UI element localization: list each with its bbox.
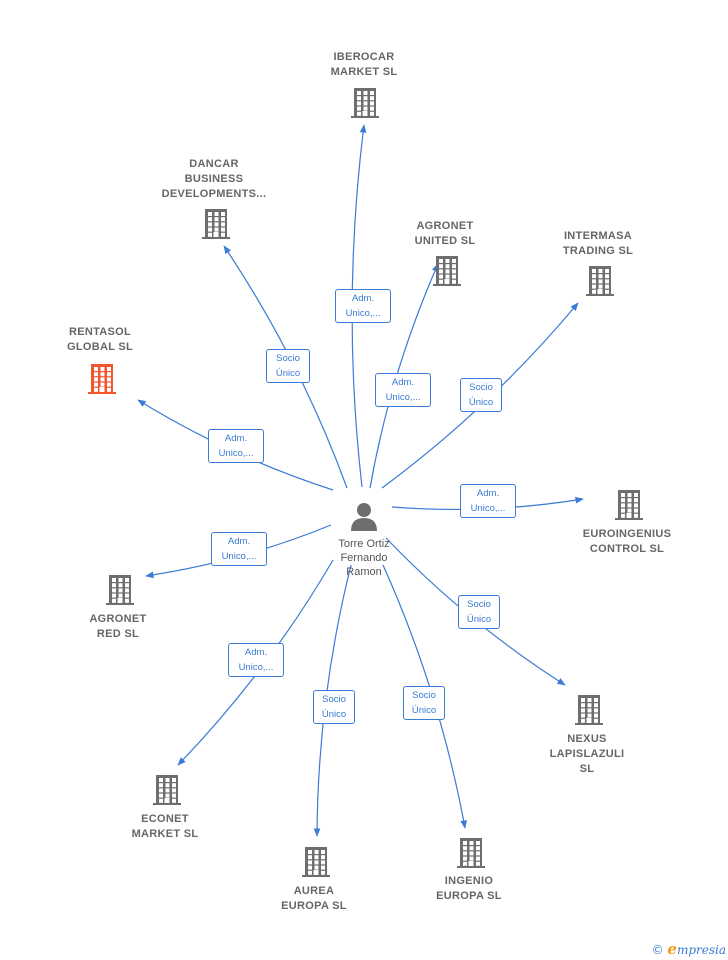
relation-text: Unico,... — [385, 392, 421, 403]
company-label-iberocar[interactable]: IBEROCAR MARKET SL — [289, 50, 439, 80]
center-name-line-3: Ramon — [346, 566, 382, 578]
relation-text: Unico,... — [238, 662, 274, 673]
brand-name: mpresia — [676, 943, 726, 957]
relation-text: Único — [275, 368, 301, 379]
building-icon-dancar[interactable] — [202, 209, 230, 239]
company-label-dancar[interactable]: DANCAR BUSINESS DEVELOPMENTS... — [139, 157, 289, 202]
relation-text: Adm. — [476, 488, 500, 499]
company-label-agronet-red[interactable]: AGRONET RED SL — [43, 612, 193, 642]
building-icon-nexus[interactable] — [575, 695, 603, 725]
building-icon-econet[interactable] — [153, 775, 181, 805]
person-icon[interactable] — [351, 503, 377, 531]
company-label-euroingenius[interactable]: EUROINGENIUS CONTROL SL — [552, 527, 702, 557]
company-name-line: AGRONET — [416, 220, 474, 232]
relation-text: Único — [466, 614, 492, 625]
building-icon-ingenio[interactable] — [457, 838, 485, 868]
relation-text: Unico,... — [218, 448, 254, 459]
relation-text: Adm. — [351, 293, 375, 304]
relation-text: Socio — [412, 690, 436, 701]
company-name-line: TRADING SL — [562, 245, 634, 257]
company-name-line: EUROPA SL — [281, 900, 347, 912]
relation-label-rentasol[interactable]: Adm. Unico,... — [208, 429, 264, 463]
brand-initial: e — [667, 940, 677, 958]
center-name-line-2: Fernando — [340, 552, 388, 564]
company-name-line: RENTASOL — [68, 326, 132, 338]
company-name-line: UNITED SL — [414, 235, 476, 247]
company-name-line: IBEROCAR — [333, 51, 395, 63]
company-name-line: EUROINGENIUS — [582, 528, 672, 540]
company-name-line: DANCAR — [189, 158, 239, 170]
relation-text: Socio — [469, 382, 493, 393]
company-label-intermasa[interactable]: INTERMASA TRADING SL — [523, 229, 673, 259]
company-name-line: INTERMASA — [563, 230, 633, 242]
company-name-line: RED SL — [96, 628, 140, 640]
relation-text: Socio — [467, 599, 491, 610]
building-icon-euroingenius[interactable] — [615, 490, 643, 520]
company-name-line: MARKET SL — [131, 828, 199, 840]
relation-label-econet[interactable]: Adm. Unico,... — [228, 643, 284, 677]
building-icon-aurea[interactable] — [302, 847, 330, 877]
relation-label-agronet-united[interactable]: Adm. Unico,... — [375, 373, 431, 407]
company-name-line: EUROPA SL — [436, 890, 502, 902]
company-label-rentasol[interactable]: RENTASOL GLOBAL SL — [25, 325, 175, 355]
company-name-line: ECONET — [141, 813, 189, 825]
footer-brand[interactable]: © empresia — [652, 940, 726, 958]
company-name-line: MARKET SL — [330, 66, 398, 78]
company-label-agronet-united[interactable]: AGRONET UNITED SL — [370, 219, 520, 249]
company-name-line: INGENIO — [444, 875, 494, 887]
relation-text: Adm. — [227, 536, 251, 547]
company-name-line: CONTROL SL — [589, 543, 665, 555]
company-name-line: NEXUS — [567, 733, 607, 745]
relation-text: Adm. — [224, 433, 248, 444]
center-name-line-1: Torre Ortiz — [338, 538, 390, 550]
building-icon-rentasol[interactable] — [88, 364, 116, 394]
relation-label-iberocar[interactable]: Adm. Unico,... — [335, 289, 391, 323]
company-name-line: AGRONET — [89, 613, 147, 625]
building-icon-intermasa[interactable] — [586, 266, 614, 296]
relation-label-agronet-red[interactable]: Adm. Unico,... — [211, 532, 267, 566]
building-icon-iberocar[interactable] — [351, 88, 379, 118]
company-name-line: DEVELOPMENTS... — [161, 188, 267, 200]
nodes-layer — [88, 88, 643, 877]
relation-text: Unico,... — [345, 308, 381, 319]
relation-text: Unico,... — [470, 503, 506, 514]
relation-text: Adm. — [244, 647, 268, 658]
relation-text: Único — [411, 705, 437, 716]
company-name-line: AUREA — [293, 885, 335, 897]
relation-text: Unico,... — [221, 551, 257, 562]
relation-text: Único — [468, 397, 494, 408]
center-person-label[interactable]: Torre Ortiz Fernando Ramon — [304, 537, 424, 579]
relation-text: Socio — [322, 694, 346, 705]
relation-label-euroingenius[interactable]: Adm. Unico,... — [460, 484, 516, 518]
relation-text: Socio — [276, 353, 300, 364]
company-name-line: SL — [579, 763, 595, 775]
company-label-econet[interactable]: ECONET MARKET SL — [90, 812, 240, 842]
company-label-ingenio[interactable]: INGENIO EUROPA SL — [394, 874, 544, 904]
company-label-aurea[interactable]: AUREA EUROPA SL — [239, 884, 389, 914]
building-icon-agronet-red[interactable] — [106, 575, 134, 605]
relation-text: Único — [321, 709, 347, 720]
company-label-nexus[interactable]: NEXUS LAPISLAZULI SL — [512, 732, 662, 777]
copyright-icon: © — [651, 943, 664, 957]
relation-text: Adm. — [391, 377, 415, 388]
company-name-line: BUSINESS — [184, 173, 244, 185]
company-name-line: GLOBAL SL — [66, 341, 134, 353]
company-name-line: LAPISLAZULI — [549, 748, 625, 760]
building-icon-agronet-united[interactable] — [433, 256, 461, 286]
